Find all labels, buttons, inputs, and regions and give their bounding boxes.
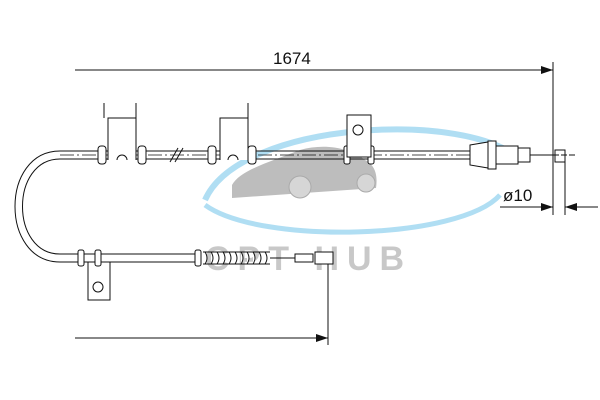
length-label: 1674 bbox=[273, 49, 311, 68]
collars bbox=[77, 145, 375, 267]
diameter-label: ø10 bbox=[503, 186, 532, 205]
bracket-3 bbox=[346, 114, 372, 158]
cable-end-fitting bbox=[469, 140, 575, 170]
watermark-arc-bottom bbox=[203, 193, 502, 235]
bracket-2 bbox=[219, 103, 249, 161]
car-icon bbox=[232, 146, 377, 199]
bracket-lower bbox=[87, 249, 111, 301]
bracket-1 bbox=[103, 103, 137, 161]
boot bbox=[194, 249, 334, 267]
